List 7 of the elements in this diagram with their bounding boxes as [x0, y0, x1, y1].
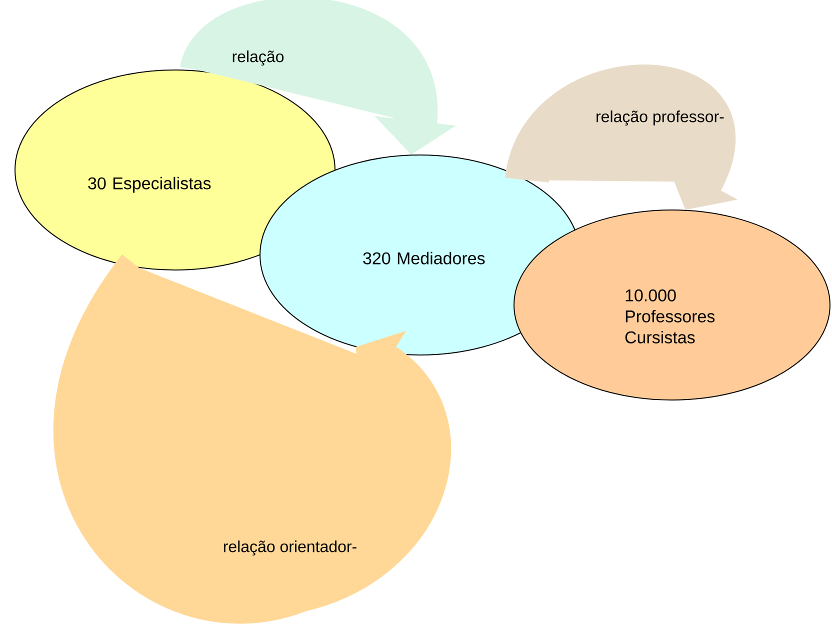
ellipse-node: 10.000 Professores Cursistas — [514, 209, 830, 400]
ellipse-node: 30 Especialistas — [14, 70, 336, 270]
ellipse-node: 320 Mediadores — [260, 154, 580, 356]
edge-label: relação professor- — [594, 110, 726, 126]
edge-label: relação — [230, 50, 286, 66]
edge-label: relação orientador- — [222, 540, 358, 556]
curved-arrow — [54, 256, 451, 623]
